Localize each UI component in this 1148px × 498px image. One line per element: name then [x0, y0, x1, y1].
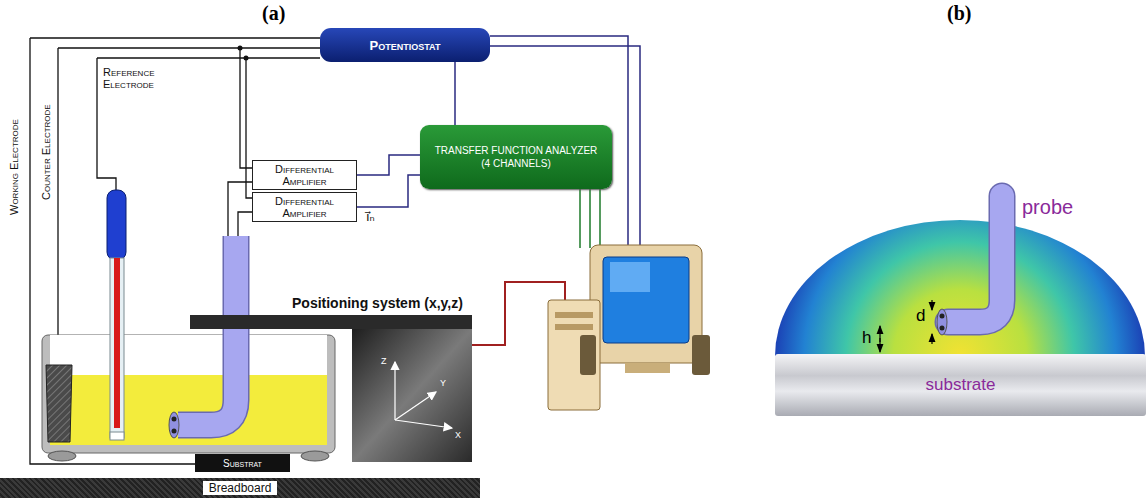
- potentiostat-box: Potentiostat: [320, 28, 490, 62]
- reference-electrode: [107, 190, 126, 440]
- positioning-system: [190, 315, 472, 462]
- axis-label: Y: [440, 378, 446, 388]
- computer: [548, 245, 710, 410]
- probe-b: [948, 196, 1002, 322]
- positioning-system: [352, 329, 472, 462]
- computer-wires: [579, 189, 581, 248]
- node-text: TRANSFER FUNCTION ANALYZER (4 CHANNELS): [430, 144, 602, 170]
- computer: [555, 312, 593, 318]
- counter-electrode: [46, 365, 72, 442]
- electrode-wires: [228, 182, 252, 236]
- amplifier-box: Differential Amplifier: [252, 160, 357, 190]
- electrode-wires: [238, 212, 252, 236]
- dimension-arrows: [879, 338, 880, 352]
- signal-name: i⃗ₙ: [365, 209, 376, 224]
- part-name: Positioning system (x,y,z): [292, 295, 463, 311]
- breadboard-bar: Breadboard: [0, 478, 480, 498]
- probe-a: [178, 236, 236, 425]
- probe-b: [948, 196, 1002, 322]
- probe-b: [937, 309, 947, 335]
- dimension-arrows: [880, 300, 932, 352]
- dimension-label: d: [916, 306, 925, 326]
- dimension-arrows: [931, 334, 932, 344]
- computer: [603, 257, 689, 343]
- amplifier-box: Differential Amplifier: [252, 192, 357, 222]
- probe-b: [940, 314, 945, 319]
- tank: [301, 451, 329, 461]
- probe-a: [172, 417, 177, 422]
- counter-electrode: [46, 365, 72, 442]
- node-text: Potentiostat: [370, 38, 441, 53]
- electrode-wires: [58, 47, 320, 48]
- positioning-system: [395, 392, 436, 420]
- signal-wire: [357, 175, 420, 207]
- junction-dots: [238, 46, 249, 61]
- probe-a: [169, 412, 179, 438]
- panel-letter: (b): [947, 2, 971, 25]
- dimension-label: h: [862, 328, 871, 348]
- computer: [555, 324, 593, 330]
- positioning-system: [394, 362, 395, 420]
- dome-field: [775, 220, 1145, 356]
- node-text: Breadboard: [203, 481, 278, 495]
- positioning-system: [395, 420, 452, 428]
- signal-wire: [357, 155, 420, 175]
- wire-label: Counter Electrode: [40, 104, 52, 200]
- probe-a: [169, 236, 236, 438]
- reference-electrode: [110, 432, 124, 440]
- node-text: substrate: [926, 375, 996, 395]
- wire-label: Reference Electrode: [103, 66, 173, 90]
- wire-label: Working Electrode: [8, 119, 20, 215]
- probe-b: [937, 196, 1002, 335]
- node-text: Differential Amplifier: [257, 195, 352, 219]
- electrode-wires: [97, 57, 320, 58]
- junction-dots: [244, 56, 249, 61]
- panel-letter: (a): [262, 2, 285, 25]
- probe-a: [172, 429, 177, 434]
- computer-wires: [589, 189, 591, 248]
- analyzer-box: TRANSFER FUNCTION ANALYZER (4 CHANNELS): [420, 125, 612, 189]
- computer: [580, 335, 596, 375]
- computer: [625, 363, 670, 373]
- electrode-wires: [57, 48, 58, 365]
- node-text: Substrat: [223, 458, 262, 469]
- signal-wire: [454, 62, 456, 125]
- computer: [610, 262, 650, 292]
- computer-wires: [599, 189, 601, 248]
- part-name: probe: [1022, 196, 1073, 219]
- tank: [42, 335, 335, 461]
- probe-a: [178, 236, 236, 425]
- reference-electrode: [114, 258, 120, 428]
- dome-field: [775, 220, 1145, 356]
- computer: [590, 245, 702, 363]
- electrode-wires: [30, 37, 320, 38]
- reference-electrode: [110, 258, 124, 438]
- tank: [48, 451, 76, 461]
- axis-label: X: [455, 430, 461, 440]
- node-text: Differential Amplifier: [257, 163, 352, 187]
- substrate-block: Substrat: [195, 454, 290, 472]
- junction-dots: [238, 46, 243, 51]
- axis-label: Z: [381, 356, 387, 366]
- probe-b: [940, 326, 945, 331]
- computer: [692, 335, 710, 375]
- reference-electrode: [107, 190, 126, 260]
- computer: [548, 300, 600, 410]
- positioning-system: [190, 315, 472, 329]
- dimension-arrows: [931, 300, 932, 310]
- substrate-band: substrate: [775, 354, 1146, 416]
